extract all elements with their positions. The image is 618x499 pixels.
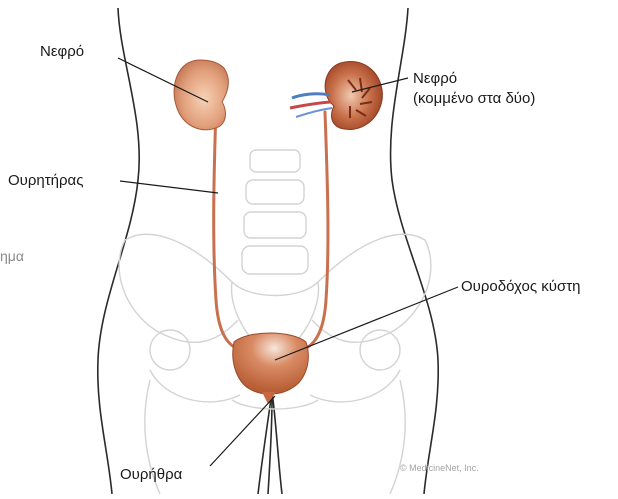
ureters xyxy=(214,108,328,350)
body-outline xyxy=(98,8,438,494)
leader-ureter xyxy=(120,181,218,193)
leader-urethra xyxy=(210,396,275,466)
leader-bladder xyxy=(275,287,458,360)
label-kidney-cut-line1: Νεφρό xyxy=(413,70,457,88)
kidney-right-shape xyxy=(290,62,382,130)
label-bladder: Ουροδόχος κύστη xyxy=(461,278,580,296)
bladder-shape xyxy=(233,333,309,404)
kidney-left-shape xyxy=(174,60,228,130)
label-urethra: Ουρήθρα xyxy=(120,466,182,484)
side-text-fragment: ημα xyxy=(0,248,24,264)
label-kidney: Νεφρό xyxy=(40,43,84,61)
label-kidney-cut-line2: (κομμένο στα δύο) xyxy=(413,90,535,108)
label-ureter: Ουρητήρας xyxy=(8,172,83,190)
skeleton xyxy=(119,150,431,494)
leader-lines xyxy=(118,58,458,466)
credit-text: © MedicineNet, Inc. xyxy=(400,463,479,473)
